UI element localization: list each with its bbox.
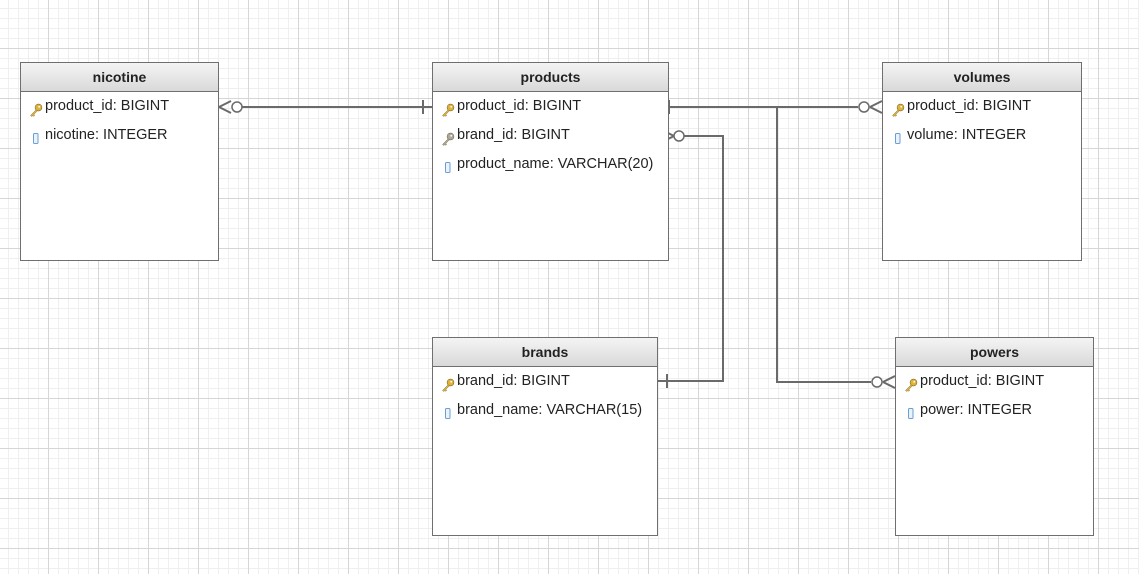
relationship-line [669,106,871,383]
table-title: brands [433,338,657,367]
field-row[interactable]: nicotine: INTEGER [21,121,218,150]
column-icon [904,403,918,419]
field-label: brand_id: BIGINT [457,373,570,389]
field-label: volume: INTEGER [907,127,1027,143]
optional-marker [858,101,870,113]
field-label: brand_name: VARCHAR(15) [457,402,643,418]
field-label: brand_id: BIGINT [457,127,570,143]
optional-marker [871,376,883,388]
field-row[interactable]: product_id: BIGINT [896,367,1093,396]
field-label: nicotine: INTEGER [45,127,168,143]
foreign-key-icon [441,128,455,146]
column-icon [891,128,905,144]
table-title: volumes [883,63,1081,92]
table-volumes[interactable]: volumes product_id: BIGINT volume: INTEGE… [882,62,1082,261]
table-nicotine[interactable]: nicotine product_id: BIGINT nicotine: INT… [20,62,219,261]
crowfoot-marker [882,375,896,389]
column-icon [441,157,455,173]
crowfoot-marker [218,100,232,114]
field-row[interactable]: volume: INTEGER [883,121,1081,150]
table-title: products [433,63,668,92]
primary-key-icon [29,99,43,117]
field-label: product_id: BIGINT [907,98,1032,114]
column-icon [29,128,43,144]
optional-marker [673,130,685,142]
field-row[interactable]: power: INTEGER [896,396,1093,425]
table-title: powers [896,338,1093,367]
primary-key-icon [441,99,455,117]
field-label: product_id: BIGINT [45,98,170,114]
field-label: product_name: VARCHAR(20) [457,156,654,172]
field-label: product_id: BIGINT [920,373,1045,389]
table-products[interactable]: products product_id: BIGINT brand_id: BIG… [432,62,669,261]
optional-marker [231,101,243,113]
primary-key-icon [441,374,455,392]
table-brands[interactable]: brands brand_id: BIGINT brand_name: VARCH… [432,337,658,536]
primary-key-icon [891,99,905,117]
field-label: product_id: BIGINT [457,98,582,114]
column-icon [441,403,455,419]
field-row[interactable]: brand_id: BIGINT [433,121,668,150]
field-row[interactable]: brand_id: BIGINT [433,367,657,396]
field-row[interactable]: product_id: BIGINT [21,92,218,121]
field-row[interactable]: product_id: BIGINT [883,92,1081,121]
field-row[interactable]: product_name: VARCHAR(20) [433,150,668,179]
field-label: power: INTEGER [920,402,1032,418]
table-powers[interactable]: powers product_id: BIGINT power: INTEGER [895,337,1094,536]
primary-key-icon [904,374,918,392]
crowfoot-marker [869,100,883,114]
table-title: nicotine [21,63,218,92]
field-row[interactable]: product_id: BIGINT [433,92,668,121]
field-row[interactable]: brand_name: VARCHAR(15) [433,396,657,425]
